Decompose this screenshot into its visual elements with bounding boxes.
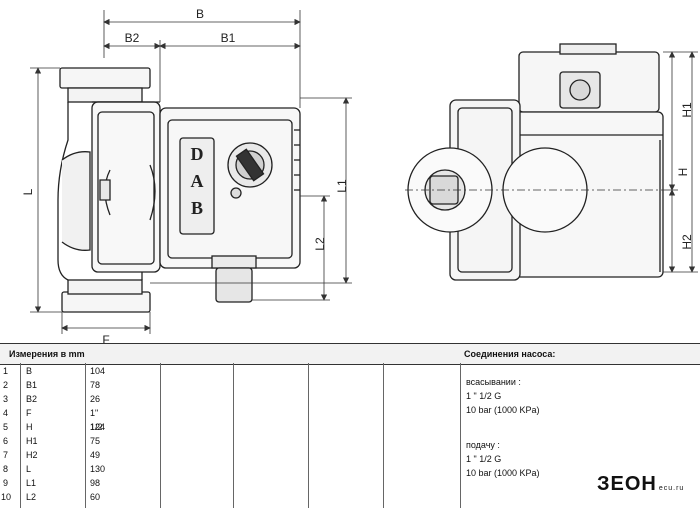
dimension-name: H2 bbox=[26, 450, 38, 460]
row-number: 3 bbox=[3, 394, 9, 404]
row-number: 10 bbox=[1, 492, 12, 502]
conn-header-cell: Соединения насоса: bbox=[460, 343, 700, 365]
dimension-value: 26 bbox=[90, 394, 101, 404]
col-divider bbox=[233, 363, 234, 508]
dim-label-h: H bbox=[676, 168, 690, 177]
dim-label-l2: L2 bbox=[313, 237, 327, 251]
dim-label-h1: H1 bbox=[680, 102, 694, 118]
dimension-name: F bbox=[26, 408, 32, 418]
col-divider bbox=[308, 363, 309, 508]
suction-label: всасывании : bbox=[466, 377, 521, 387]
dimension-value: 124 bbox=[90, 422, 106, 432]
dimension-name: B1 bbox=[26, 380, 38, 390]
dimension-name: B2 bbox=[26, 394, 38, 404]
dim-label-b: B bbox=[196, 7, 204, 21]
dimension-name: L2 bbox=[26, 492, 37, 502]
row-number: 5 bbox=[3, 422, 9, 432]
row-number: 2 bbox=[3, 380, 9, 390]
dim-label-l1: L1 bbox=[335, 179, 349, 193]
suction-size: 1 " 1/2 G bbox=[466, 391, 502, 401]
dimension-value: 104 bbox=[90, 366, 106, 376]
row-number: 1 bbox=[3, 366, 9, 376]
brand-letter-b: B bbox=[191, 198, 203, 218]
dimension-name: H bbox=[26, 422, 33, 432]
row-number: 9 bbox=[3, 478, 9, 488]
dims-header-cell: Измерения в mm bbox=[0, 343, 460, 365]
dim-label-b1: B1 bbox=[221, 31, 236, 45]
dimension-value: 49 bbox=[90, 450, 101, 460]
dim-label-f: F bbox=[102, 333, 109, 343]
dimension-value: 60 bbox=[90, 492, 101, 502]
row-number: 8 bbox=[3, 464, 9, 474]
dimension-name: L1 bbox=[26, 478, 37, 488]
brand-letter-d: D bbox=[191, 144, 204, 164]
suction-pressure: 10 bar (1000 KPa) bbox=[466, 405, 540, 415]
front-view bbox=[57, 67, 301, 313]
dim-label-l: L bbox=[21, 188, 35, 195]
col-divider bbox=[20, 363, 21, 508]
dimension-name: B bbox=[26, 366, 33, 376]
row-number: 4 bbox=[3, 408, 9, 418]
conn-header: Соединения насоса: bbox=[464, 349, 556, 359]
dims-header: Измерения в mm bbox=[9, 349, 85, 359]
brand-letter-a: A bbox=[191, 171, 204, 191]
dim-label-b2: B2 bbox=[125, 31, 140, 45]
col-divider bbox=[160, 363, 161, 508]
watermark-text: ЗЕОН bbox=[597, 473, 657, 495]
discharge-label: подачу : bbox=[466, 440, 500, 450]
dimension-name: H1 bbox=[26, 436, 38, 446]
watermark-suffix: ecu.ru bbox=[658, 485, 685, 492]
dimension-value: 98 bbox=[90, 478, 101, 488]
col-divider bbox=[460, 363, 461, 508]
discharge-size: 1 " 1/2 G bbox=[466, 454, 502, 464]
side-view bbox=[407, 43, 664, 281]
dimension-value: 130 bbox=[90, 464, 106, 474]
row-number: 6 bbox=[3, 436, 9, 446]
dim-label-h2: H2 bbox=[680, 234, 694, 250]
col-divider bbox=[383, 363, 384, 508]
dimension-value: 75 bbox=[90, 436, 101, 446]
row-number: 7 bbox=[3, 450, 9, 460]
dimension-value: 1" 1/2 bbox=[90, 408, 103, 432]
dimension-name: L bbox=[26, 464, 32, 474]
specifications-table: Измерения в mm Соединения насоса: 1 B 10… bbox=[0, 343, 700, 508]
dimension-value: 78 bbox=[90, 380, 101, 390]
discharge-pressure: 10 bar (1000 KPa) bbox=[466, 468, 540, 478]
side-dimensions bbox=[405, 51, 698, 273]
technical-drawing: D A B B B2 B1 L L1 L2 F bbox=[21, 7, 698, 343]
dab-logo: D A B bbox=[191, 144, 204, 218]
front-dimensions bbox=[30, 10, 352, 334]
col-divider bbox=[85, 363, 86, 508]
